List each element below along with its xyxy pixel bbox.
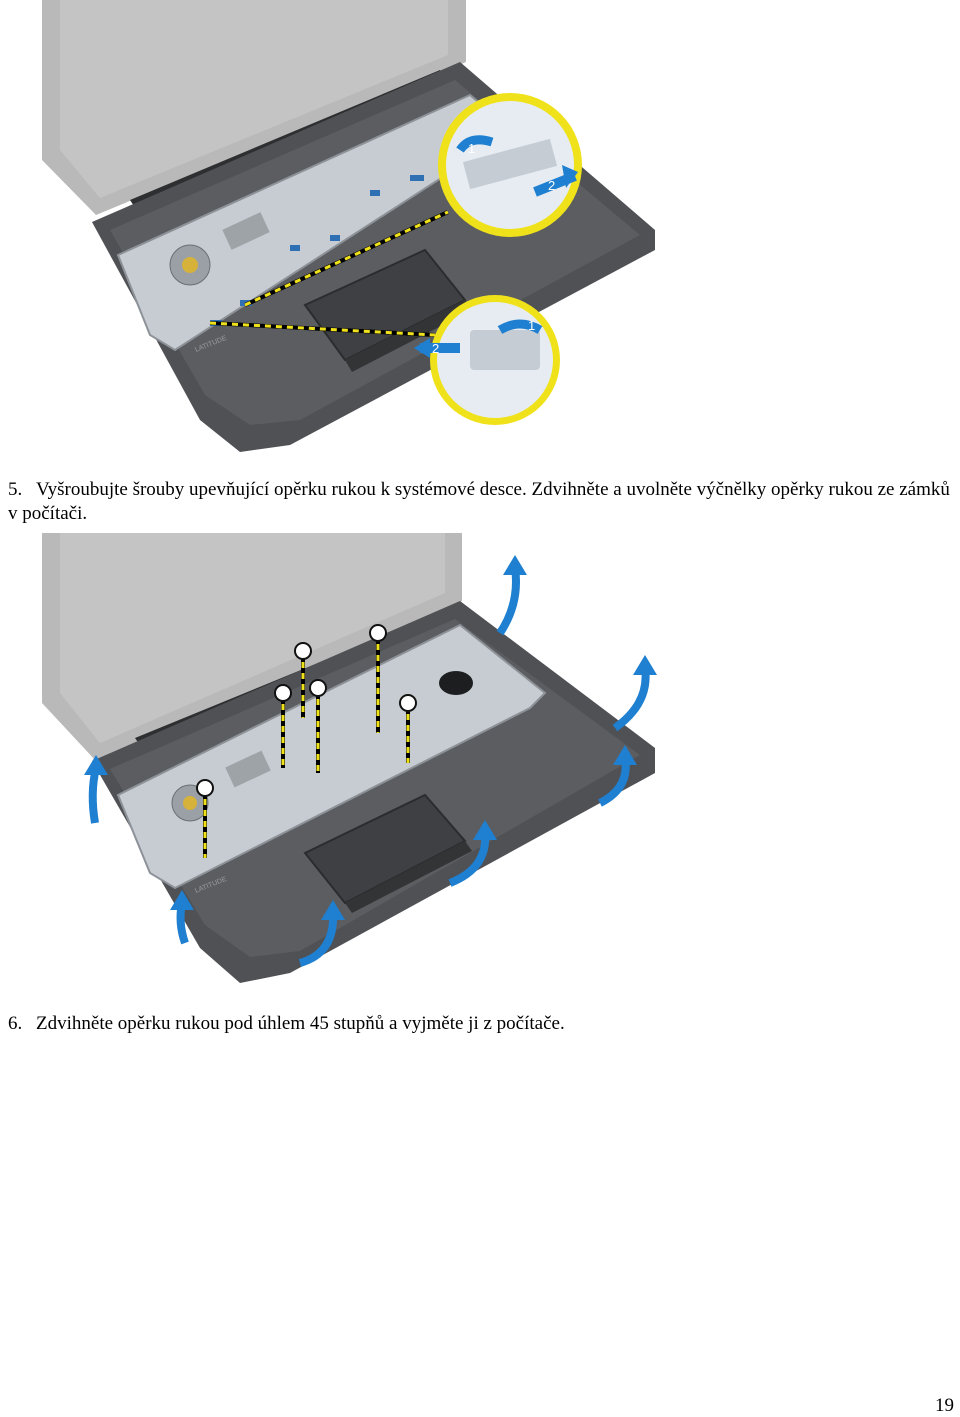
figure-palmrest-cables: 1 2 2 1 LATITUDE (0, 0, 960, 470)
step-6-text: Zdvihněte opěrku rukou pod úhlem 45 stup… (36, 1013, 565, 1034)
step-5-text: Vyšroubujte šrouby upevňující opěrku ruk… (8, 479, 950, 524)
step-5: 5.Vyšroubujte šrouby upevňující opěrku r… (8, 478, 953, 526)
callout-2-label: 2 (548, 178, 555, 193)
callout-1-label: 1 (468, 141, 475, 156)
callout-3-label: 2 (432, 341, 439, 356)
figure-palmrest-removal: LATITUDE (0, 533, 960, 1003)
step-6: 6. Zdvihněte opěrku rukou pod úhlem 45 st… (8, 1012, 953, 1036)
step-5-number: 5. (8, 479, 23, 500)
step-6-number: 6. (8, 1013, 23, 1034)
page-number: 19 (935, 1395, 954, 1416)
callout-4-label: 1 (528, 318, 535, 333)
